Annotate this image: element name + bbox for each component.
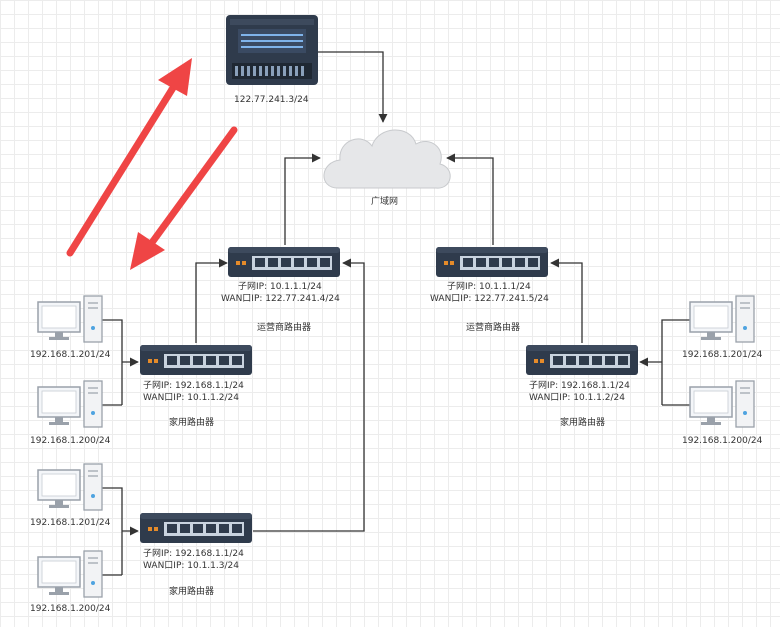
home-router-3-icon [526,345,638,375]
home1-name-label: 家用路由器 [169,418,215,428]
home-router-1-icon [140,345,252,375]
link-pc-c-to-home3 [639,319,690,405]
link-isp-right-to-cloud [446,153,494,245]
pc-b2-ip-label: 192.168.1.200/24 [30,604,111,614]
home1-subnet-label: 子网IP: 192.168.1.1/24 [143,381,244,391]
pc-c1-icon [689,295,755,343]
home1-wan-label: WAN口IP: 10.1.1.2/24 [143,393,239,403]
isp-right-wan-label: WAN口IP: 122.77.241.5/24 [430,294,549,304]
server-ip-label: 122.77.241.3/24 [234,95,309,105]
link-pc-a-to-home1 [102,319,139,405]
red-arrow-down-icon [130,126,238,270]
link-home2-to-isp-left [253,258,365,532]
pc-c1-ip-label: 192.168.1.201/24 [682,350,763,360]
pc-a1-icon [37,295,103,343]
home3-subnet-label: 子网IP: 192.168.1.1/24 [529,381,630,391]
isp-router-right-icon [436,247,548,277]
home-router-2-icon [140,513,252,543]
home2-wan-label: WAN口IP: 10.1.1.3/24 [143,561,239,571]
home3-wan-label: WAN口IP: 10.1.1.2/24 [529,393,625,403]
pc-b1-icon [37,463,103,511]
isp-right-name-label: 运营商路由器 [466,323,521,333]
home2-name-label: 家用路由器 [169,587,215,597]
red-arrow-up-icon [66,58,192,257]
link-server-to-cloud [317,51,388,123]
link-isp-left-to-cloud [284,153,321,245]
link-pc-b-to-home2 [102,487,139,575]
cloud-icon [323,129,451,189]
cloud-label: 广域网 [371,197,399,207]
link-home3-to-isp-right [550,258,583,343]
isp-left-name-label: 运营商路由器 [257,323,312,333]
home2-subnet-label: 子网IP: 192.168.1.1/24 [143,549,244,559]
isp-left-wan-label: WAN口IP: 122.77.241.4/24 [221,294,340,304]
server-icon [226,15,318,85]
isp-right-subnet-label: 子网IP: 10.1.1.1/24 [447,282,531,292]
isp-left-subnet-label: 子网IP: 10.1.1.1/24 [238,282,322,292]
pc-a2-ip-label: 192.168.1.200/24 [30,436,111,446]
pc-b1-ip-label: 192.168.1.201/24 [30,518,111,528]
pc-c2-icon [689,380,755,428]
isp-router-left-icon [228,247,340,277]
home3-name-label: 家用路由器 [560,418,606,428]
pc-a1-ip-label: 192.168.1.201/24 [30,350,111,360]
pc-c2-ip-label: 192.168.1.200/24 [682,436,763,446]
pc-b2-icon [37,550,103,598]
connections [102,51,690,576]
link-home1-to-isp-left [195,258,228,343]
pc-a2-icon [37,380,103,428]
